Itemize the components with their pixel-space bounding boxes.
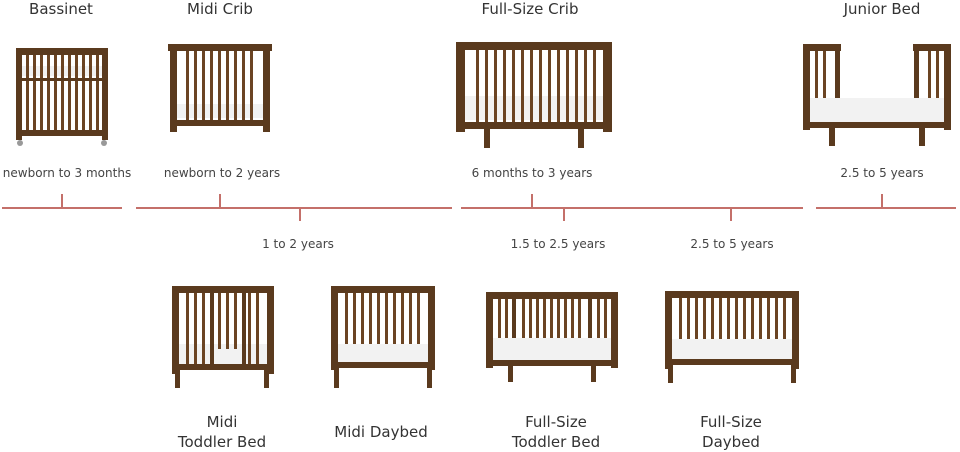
- midi-crib-illustration: [168, 44, 272, 132]
- full-size-crib-age: 6 months to 3 years: [471, 166, 593, 180]
- midi-daybed-label: Midi Daybed: [322, 422, 440, 442]
- full-size-crib-title: Full-Size Crib: [481, 0, 579, 18]
- midi-toddler-bed-illustration: [172, 286, 274, 388]
- midi-conversions-age: 1 to 2 years: [262, 237, 334, 251]
- timeline-segment-bassinet: [2, 207, 122, 209]
- full-size-toddler-bed-label: Full-Size Toddler Bed: [494, 412, 618, 452]
- timeline-tick-full-toddler: [563, 207, 565, 221]
- timeline-tick-junior-bed: [881, 194, 883, 208]
- midi-crib-age: newborn to 2 years: [163, 166, 281, 180]
- full-size-toddler-bed-label-line2: Toddler Bed: [511, 433, 601, 451]
- timeline-tick-full-daybed: [730, 207, 732, 221]
- full-daybed-age: 2.5 to 5 years: [690, 237, 774, 251]
- full-size-toddler-bed-label-line1: Full-Size: [525, 413, 587, 431]
- junior-bed-title: Junior Bed: [843, 0, 921, 18]
- full-size-daybed-label-line2: Daybed: [702, 433, 760, 451]
- midi-crib-title: Midi Crib: [187, 0, 253, 18]
- full-size-daybed-label-line1: Full-Size: [700, 413, 762, 431]
- timeline-tick-midi-crib: [219, 194, 221, 208]
- full-size-crib-illustration: [456, 42, 612, 148]
- timeline-segment-junior: [816, 207, 956, 209]
- timeline-tick-midi-conversions: [299, 207, 301, 221]
- junior-bed-age: 2.5 to 5 years: [840, 166, 924, 180]
- midi-toddler-bed-label-line2: Toddler Bed: [177, 433, 267, 451]
- full-size-daybed-label: Full-Size Daybed: [672, 412, 790, 452]
- full-toddler-age: 1.5 to 2.5 years: [510, 237, 606, 251]
- timeline-tick-full-size-crib: [531, 194, 533, 208]
- midi-daybed-label-line1: Midi Daybed: [334, 423, 428, 441]
- bassinet-age: newborn to 3 months: [2, 166, 132, 180]
- midi-toddler-bed-label-line1: Midi: [206, 413, 238, 431]
- full-size-daybed-illustration: [665, 291, 799, 383]
- junior-bed-illustration: [803, 44, 951, 146]
- timeline-tick-bassinet: [61, 194, 63, 208]
- bassinet-illustration: [16, 48, 108, 146]
- bassinet-title: Bassinet: [29, 0, 93, 18]
- timeline-segment-full-size: [461, 207, 803, 209]
- midi-toddler-bed-label: Midi Toddler Bed: [160, 412, 284, 452]
- full-size-toddler-bed-illustration: [486, 292, 618, 382]
- timeline-segment-midi: [136, 207, 452, 209]
- midi-daybed-illustration: [331, 286, 435, 388]
